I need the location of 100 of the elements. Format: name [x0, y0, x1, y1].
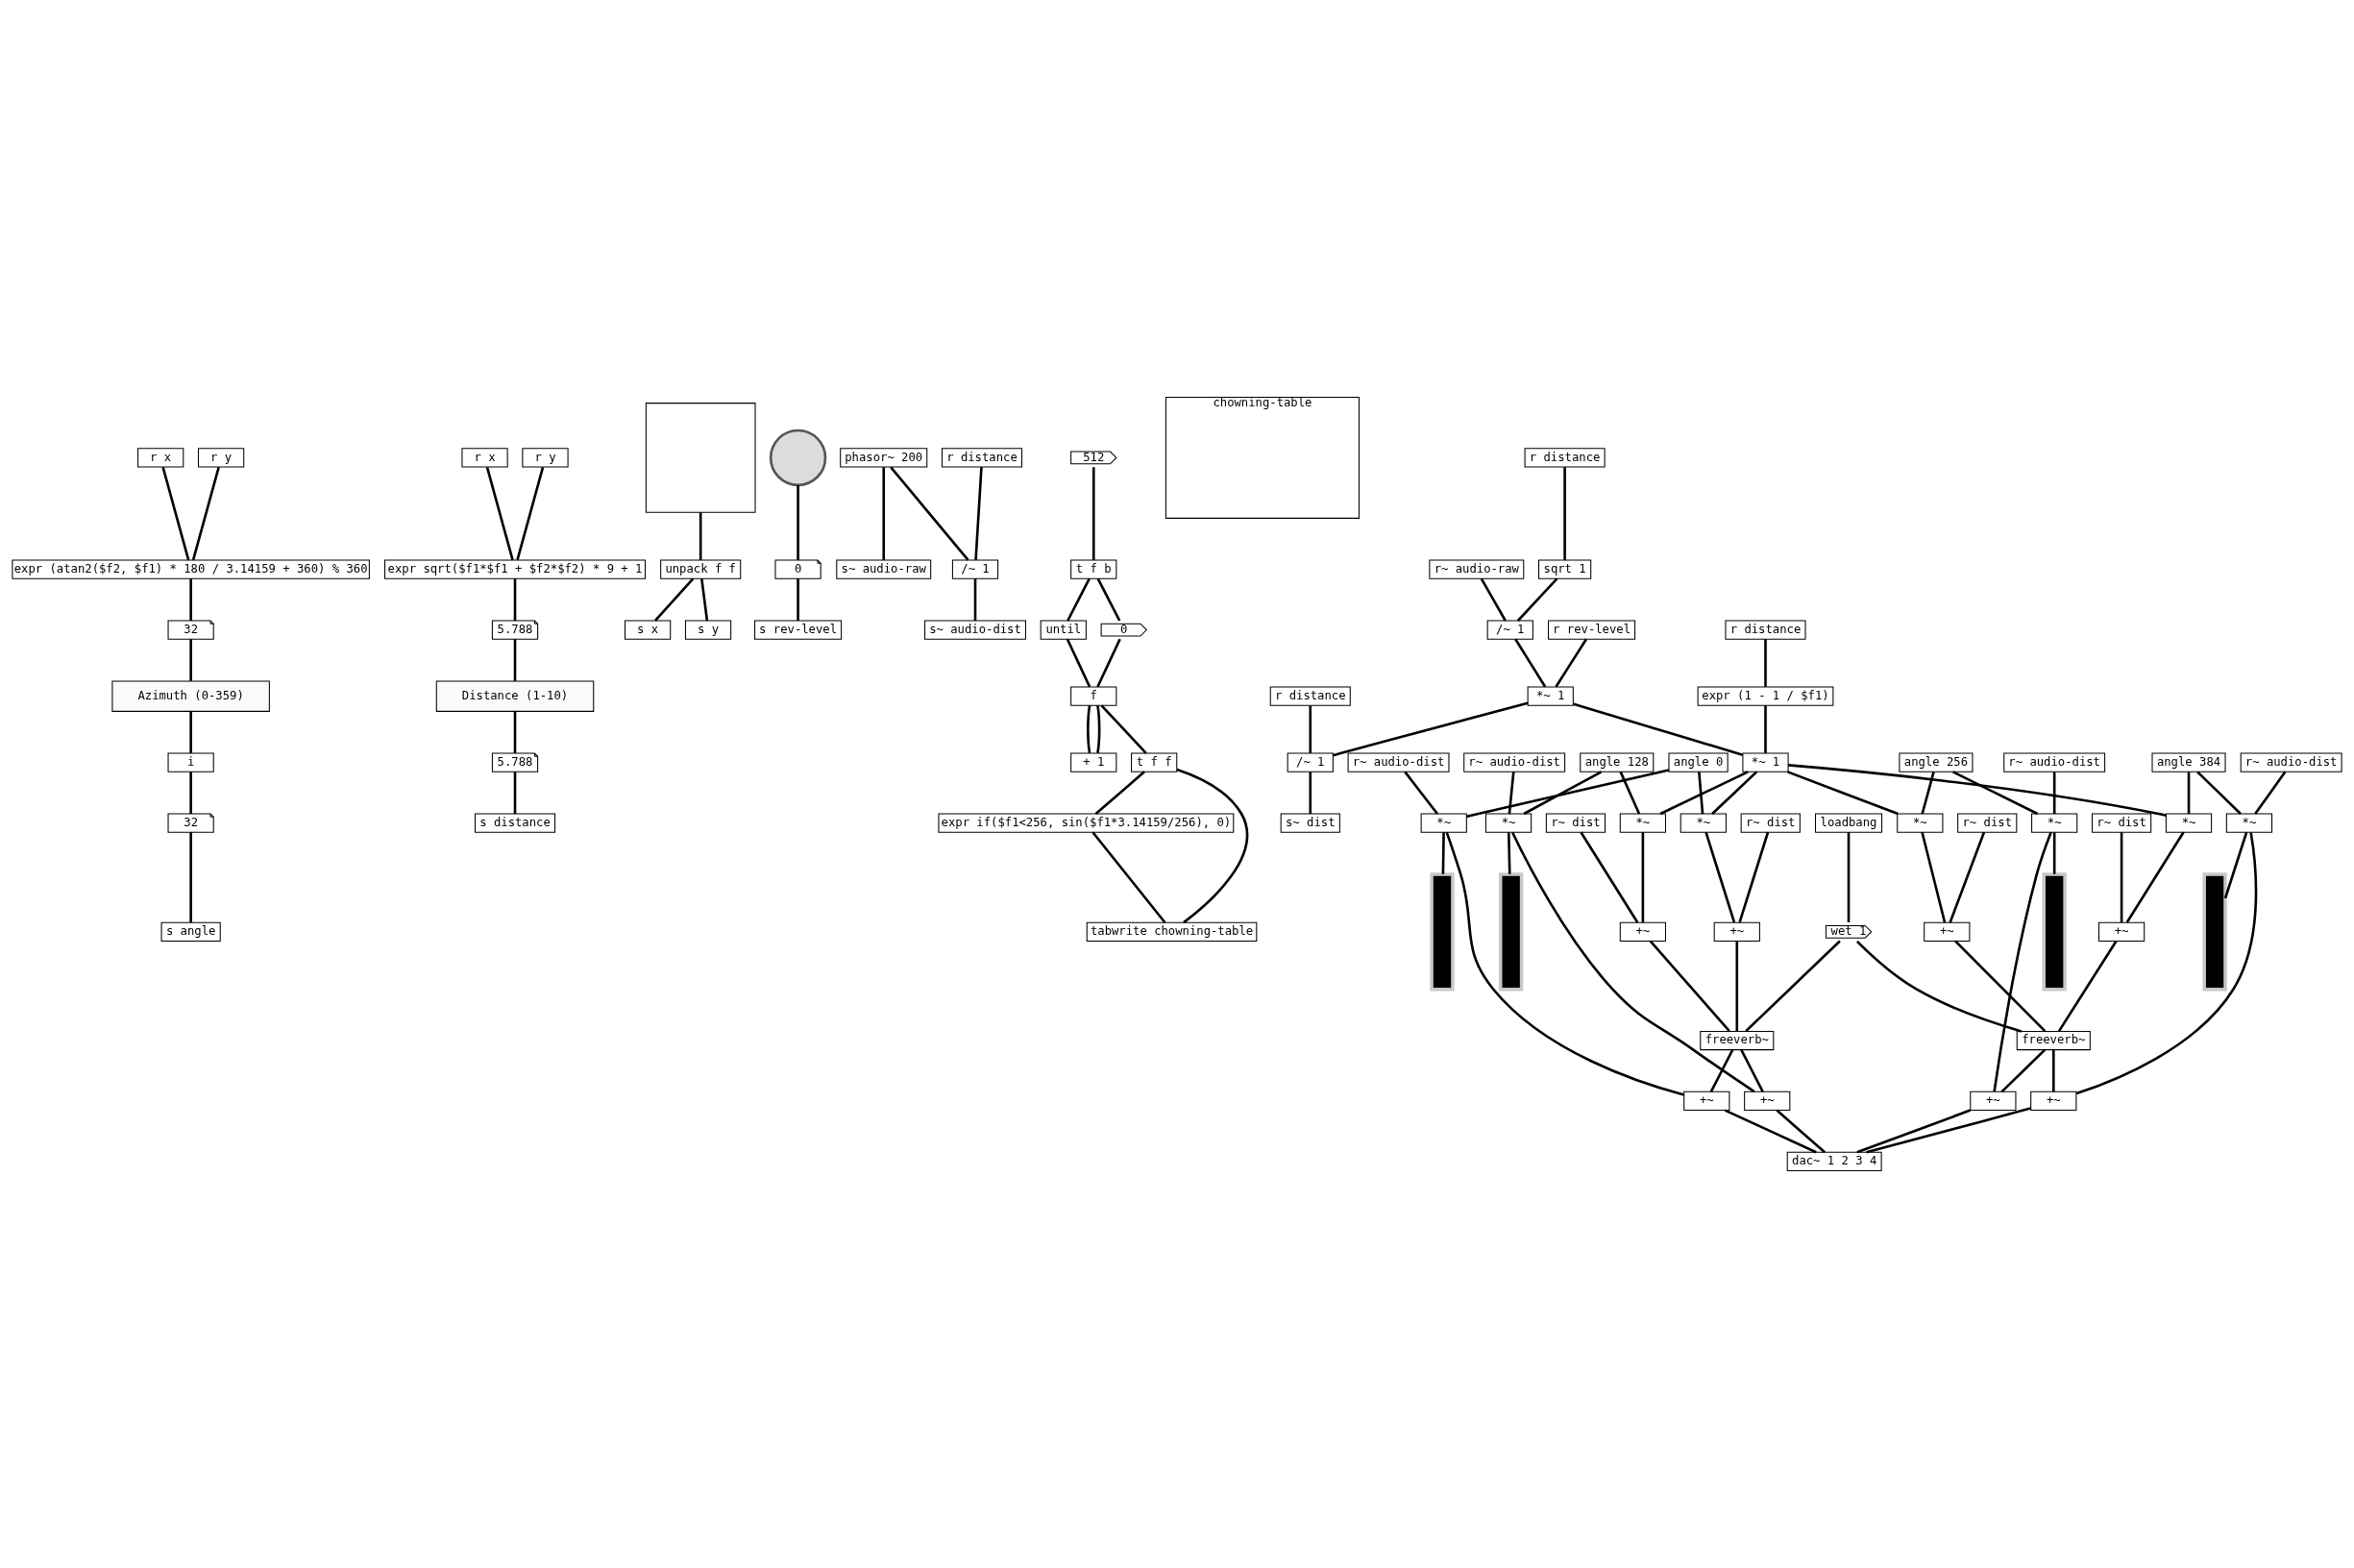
connector: [973, 578, 977, 621]
connector: [1993, 831, 2052, 1092]
node-box: freeverb~: [2016, 1030, 2091, 1051]
connector: [1738, 831, 1770, 923]
node-box: dac~ 1 2 3 4: [1786, 1151, 1882, 1172]
connector: [2187, 772, 2191, 814]
connector: [1555, 638, 1588, 688]
connector: [189, 711, 192, 753]
connector: [1091, 831, 1166, 923]
node-box: +~: [1683, 1090, 1730, 1112]
connector: [1704, 831, 1736, 923]
connector: [1949, 831, 1986, 923]
connector: [1573, 702, 1744, 756]
connector: [1921, 772, 1935, 815]
node-circle: [769, 429, 827, 487]
node-box: /~ 1: [1287, 752, 1334, 772]
connector: [1094, 771, 1145, 815]
node-box: expr if($f1<256, sin($f1*3.14159/256), 0): [938, 813, 1235, 833]
connector: [2125, 831, 2185, 923]
connector: [1921, 831, 1947, 923]
connector: [1404, 771, 1438, 815]
node-box: *~ 1: [1742, 752, 1789, 772]
connector: [1735, 941, 1739, 1032]
connector: [1333, 701, 1529, 757]
node-box: /~ 1: [951, 559, 999, 579]
connector: [797, 578, 799, 621]
node-box: +~: [2030, 1090, 2077, 1112]
node-box: r~ dist: [2091, 813, 2152, 833]
connector: [1466, 769, 1670, 819]
node-box: r~ dist: [1740, 813, 1801, 833]
connector: [2057, 940, 2118, 1032]
connector: [1641, 832, 1645, 922]
connector: [1309, 772, 1312, 814]
connector: [1309, 705, 1312, 753]
node-box: +~: [1970, 1090, 2017, 1112]
node-box: expr sqrt($f1*$f1 + $f2*$f2) * 9 + 1: [384, 559, 647, 579]
node-box: r rev-level: [1548, 620, 1636, 640]
connector: [1740, 1049, 1764, 1092]
connector: [2196, 771, 2242, 815]
node-box: sqrt 1: [1537, 559, 1592, 579]
connector: [1441, 832, 1445, 874]
connector: [700, 578, 709, 622]
node-box: r y: [197, 448, 245, 468]
node-box: r x: [137, 448, 184, 468]
connector: [1855, 940, 2023, 1033]
connector: [513, 711, 517, 753]
node-box: r distance: [1725, 620, 1806, 640]
connector: [189, 772, 192, 814]
connector: [1563, 467, 1566, 560]
node-box: *~: [1897, 813, 1944, 833]
connector: [699, 512, 702, 560]
node-bar: [1430, 872, 1455, 992]
connector: [513, 578, 517, 621]
node-box: r~ dist: [1545, 813, 1606, 833]
node-box: expr (atan2($f2, $f1) * 180 / 3.14159 + 360) % 360: [12, 559, 370, 579]
connector: [1856, 1109, 1972, 1154]
connector: [1508, 772, 1515, 815]
connector: [1952, 771, 2039, 816]
node-box: r distance: [1524, 448, 1606, 468]
node-box: chowning-table: [1165, 396, 1360, 519]
connector: [2000, 1048, 2047, 1093]
connector: [1724, 1109, 1817, 1154]
connector: [1847, 832, 1851, 922]
node-box: tabwrite chowning-table: [1086, 921, 1258, 942]
node-box: until: [1040, 620, 1087, 640]
connector: [1745, 940, 1841, 1033]
connector: [974, 467, 983, 560]
node-box: angle 0: [1668, 752, 1729, 772]
node-bar: [1499, 872, 1524, 992]
node-box: +~: [1713, 921, 1760, 942]
node-box: Azimuth (0-359): [111, 680, 270, 712]
node-box: r distance: [1269, 686, 1351, 706]
connector: [2052, 772, 2056, 814]
node-box: *~: [2225, 813, 2273, 833]
connector: [1096, 705, 1101, 754]
connector: [2052, 1049, 2055, 1092]
connector: [1954, 940, 2047, 1033]
connector: [1096, 577, 1121, 622]
node-box: s angle: [160, 921, 221, 942]
connector: [2254, 771, 2287, 815]
node-box: s~ audio-raw: [836, 559, 932, 579]
node-box: r~ audio-dist: [1463, 752, 1566, 772]
node-box: freeverb~: [1700, 1030, 1775, 1051]
connector: [1514, 638, 1547, 688]
node-box: loadbang: [1814, 813, 1883, 833]
node-box: + 1: [1070, 752, 1117, 772]
node-box: f: [1070, 686, 1117, 706]
node-box: r~ audio-dist: [1347, 752, 1450, 772]
node-box: *~: [1420, 813, 1467, 833]
connector: [797, 485, 799, 560]
node-box: angle 128: [1580, 752, 1655, 772]
connector: [189, 832, 192, 922]
connector: [513, 639, 517, 681]
connector: [1100, 704, 1147, 754]
node-box: s distance: [475, 813, 556, 833]
connector: [1659, 771, 1749, 816]
node-box: *~ 1: [1527, 686, 1574, 706]
node-box: r distance: [941, 448, 1023, 468]
connector: [2120, 832, 2123, 922]
connector: [1580, 831, 1639, 923]
